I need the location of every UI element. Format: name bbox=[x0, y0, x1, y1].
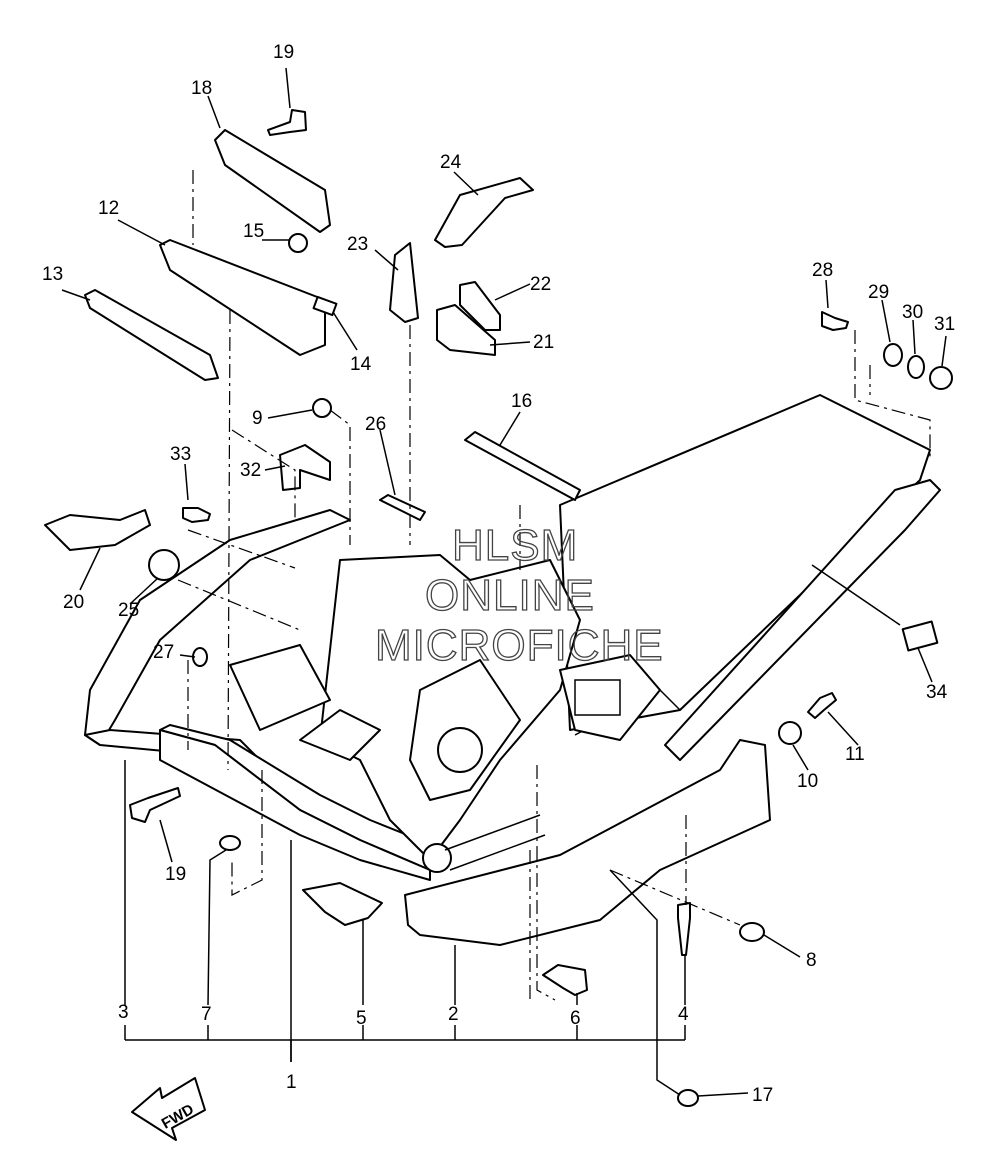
alignment-lines bbox=[177, 170, 931, 1001]
callout-34: 34 bbox=[926, 682, 948, 703]
part-24-grip bbox=[434, 177, 534, 248]
part-5-bracket bbox=[302, 882, 383, 926]
part-18-bracket bbox=[214, 129, 331, 233]
callout-33: 33 bbox=[170, 444, 191, 465]
callout-7: 7 bbox=[201, 1004, 212, 1025]
callout-1: 1 bbox=[286, 1072, 297, 1093]
callout-16: 16 bbox=[511, 391, 532, 412]
callout-8: 8 bbox=[806, 950, 817, 971]
callout-22: 22 bbox=[530, 274, 551, 295]
callout-26: 26 bbox=[365, 414, 386, 435]
part-6-clamp bbox=[542, 964, 588, 996]
part-14-label bbox=[312, 295, 338, 317]
callout-11: 11 bbox=[845, 744, 865, 765]
leader-lines bbox=[61, 67, 947, 1097]
callout-19-top: 19 bbox=[273, 42, 294, 63]
watermark: HLSM ONLINE MICROFICHE bbox=[374, 520, 664, 670]
part-21-block bbox=[436, 304, 496, 356]
part-13-rail bbox=[84, 289, 219, 381]
part-11-bolt bbox=[807, 692, 837, 719]
callout-21: 21 bbox=[533, 332, 554, 353]
callout-30: 30 bbox=[902, 302, 923, 323]
part-4-rivet bbox=[677, 902, 691, 956]
callout-28: 28 bbox=[812, 260, 833, 281]
part-27-washer bbox=[192, 647, 208, 667]
callout-18: 18 bbox=[191, 78, 212, 99]
part-26-strip bbox=[379, 494, 426, 521]
watermark-line-3: MICROFICHE bbox=[375, 621, 664, 670]
callout-9: 9 bbox=[252, 408, 263, 429]
callout-5: 5 bbox=[356, 1008, 367, 1029]
part-32-clip bbox=[279, 444, 331, 491]
part-23-strip bbox=[389, 242, 419, 323]
callout-6: 6 bbox=[570, 1008, 581, 1029]
part-20-cover bbox=[44, 509, 151, 551]
part-33-bolt bbox=[182, 507, 211, 523]
part-22-block bbox=[459, 281, 501, 331]
part-30-washer bbox=[907, 355, 925, 379]
part-34-label bbox=[901, 620, 939, 652]
part-29-washer bbox=[883, 343, 903, 367]
bottom-bracket bbox=[124, 1025, 686, 1062]
callout-3: 3 bbox=[118, 1002, 129, 1023]
callout-31: 31 bbox=[934, 314, 955, 335]
callout-12: 12 bbox=[98, 198, 119, 219]
callout-labels: 19 18 12 15 13 14 24 23 22 21 16 9 26 33… bbox=[42, 42, 955, 1106]
part-9-grommet bbox=[312, 398, 332, 418]
callout-23: 23 bbox=[347, 234, 368, 255]
part-25-grommet bbox=[148, 549, 180, 581]
part-19-bolt-top bbox=[267, 109, 307, 136]
part-12-plate bbox=[159, 239, 326, 356]
part-15-grommet bbox=[288, 233, 308, 253]
callout-29: 29 bbox=[868, 282, 889, 303]
callout-24: 24 bbox=[440, 152, 462, 173]
part-17-plug bbox=[677, 1089, 699, 1107]
watermark-line-1: HLSM bbox=[452, 521, 578, 570]
rear-frame-tunnel bbox=[84, 394, 941, 881]
part-7-cap bbox=[219, 835, 241, 851]
callout-14: 14 bbox=[350, 354, 372, 375]
callout-10: 10 bbox=[797, 771, 818, 792]
part-8-plug bbox=[739, 922, 765, 942]
callout-27: 27 bbox=[153, 642, 174, 663]
callout-20: 20 bbox=[63, 592, 84, 613]
callout-17: 17 bbox=[752, 1085, 773, 1106]
watermark-line-2: ONLINE bbox=[425, 571, 595, 620]
part-19-bolt-bottom bbox=[129, 787, 181, 823]
part-16-strip bbox=[464, 431, 581, 501]
part-10-grommet bbox=[778, 721, 802, 745]
callout-4: 4 bbox=[678, 1004, 689, 1025]
callout-19-bottom: 19 bbox=[165, 864, 186, 885]
fwd-arrow: FWD bbox=[131, 1077, 206, 1141]
callout-32: 32 bbox=[240, 460, 261, 481]
lower-side-panel bbox=[404, 739, 771, 946]
callout-13: 13 bbox=[42, 264, 63, 285]
part-31-nut bbox=[929, 366, 953, 390]
callout-2: 2 bbox=[448, 1004, 459, 1025]
part-28-bolt bbox=[821, 311, 849, 331]
callout-15: 15 bbox=[243, 221, 264, 242]
callout-25: 25 bbox=[118, 600, 139, 621]
